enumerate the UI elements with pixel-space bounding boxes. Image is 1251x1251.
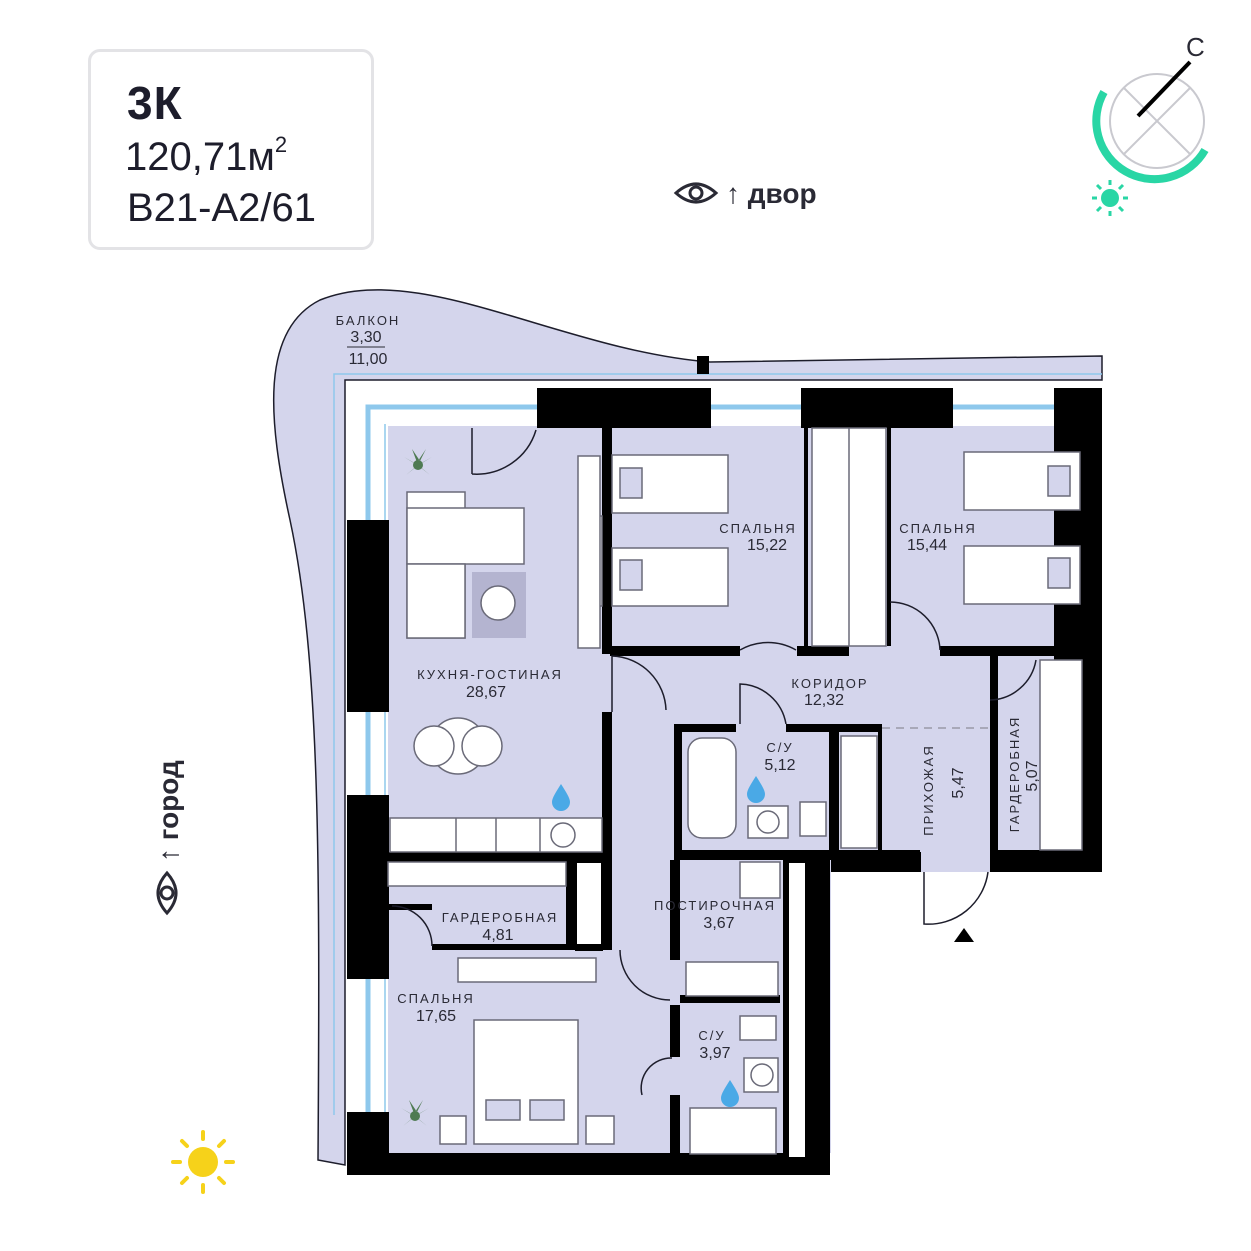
entrance-arrow-icon	[954, 928, 974, 942]
hallway-name: ПРИХОЖАЯ	[921, 744, 936, 836]
wardrobe-1-name: ГАРДЕРОБНАЯ	[1007, 716, 1022, 833]
apartment-code: B21-A2/61	[127, 186, 317, 230]
hallway-area: 5,47	[950, 767, 967, 798]
balcony-outline	[272, 289, 1103, 1166]
day-sun-icon	[171, 1130, 235, 1194]
corridor-name: КОРИДОР	[791, 676, 868, 691]
corridor-area: 12,32	[804, 692, 844, 709]
wardrobe-1-area: 5,07	[1024, 760, 1041, 791]
walls	[347, 356, 1102, 1175]
wardrobe-2-name: ГАРДЕРОБНАЯ	[442, 910, 559, 925]
bathroom-1-name: С/У	[766, 740, 793, 755]
bedroom-3-area: 17,65	[416, 1008, 456, 1025]
laundry-area: 3,67	[703, 915, 734, 932]
furniture	[387, 427, 1083, 1155]
city-eye-icon	[156, 870, 178, 916]
kitchen-living-name: КУХНЯ-ГОСТИНАЯ	[417, 667, 563, 682]
water-drop-icon	[552, 776, 765, 1107]
eye-icon	[673, 182, 719, 204]
balcony-area-full: 11,00	[349, 351, 388, 368]
laundry-name: ПОСТИРОЧНАЯ	[654, 898, 776, 913]
bathroom-1-area: 5,12	[764, 757, 795, 774]
plant-icon	[401, 1100, 429, 1126]
bedroom-2-area: 15,44	[907, 537, 947, 554]
apartment-area: 120,71м2	[125, 132, 288, 179]
compass-letter: С	[1186, 32, 1205, 62]
bedroom-1-area: 15,22	[747, 537, 787, 554]
bathroom-2-area: 3,97	[699, 1045, 730, 1062]
bedroom-3-name: СПАЛЬНЯ	[397, 991, 475, 1006]
room-labels: БАЛКОН 3,30 11,00 КУХНЯ-ГОСТИНАЯ 28,67 С…	[336, 313, 1041, 1062]
wardrobe-2-area: 4,81	[482, 927, 513, 944]
compass-icon: С	[1092, 32, 1209, 184]
apartment-type: 3К	[127, 77, 183, 129]
entrance-floor	[920, 852, 990, 872]
balcony-name: БАЛКОН	[336, 313, 401, 328]
door-swings	[391, 428, 1037, 1096]
plant-icon	[404, 449, 432, 475]
courtyard-label: ↑ двор	[726, 178, 817, 209]
city-label: ↑ город	[153, 760, 184, 862]
balcony-area: 3,30	[350, 329, 381, 346]
apartment-info-card: 3К 120,71м2 B21-A2/61	[88, 49, 374, 250]
bathroom-2-name: С/У	[698, 1028, 725, 1043]
bedroom-1-name: СПАЛЬНЯ	[719, 521, 797, 536]
bedroom-2-name: СПАЛЬНЯ	[899, 521, 977, 536]
morning-sun-icon	[1092, 180, 1128, 216]
kitchen-living-area: 28,67	[466, 684, 506, 701]
